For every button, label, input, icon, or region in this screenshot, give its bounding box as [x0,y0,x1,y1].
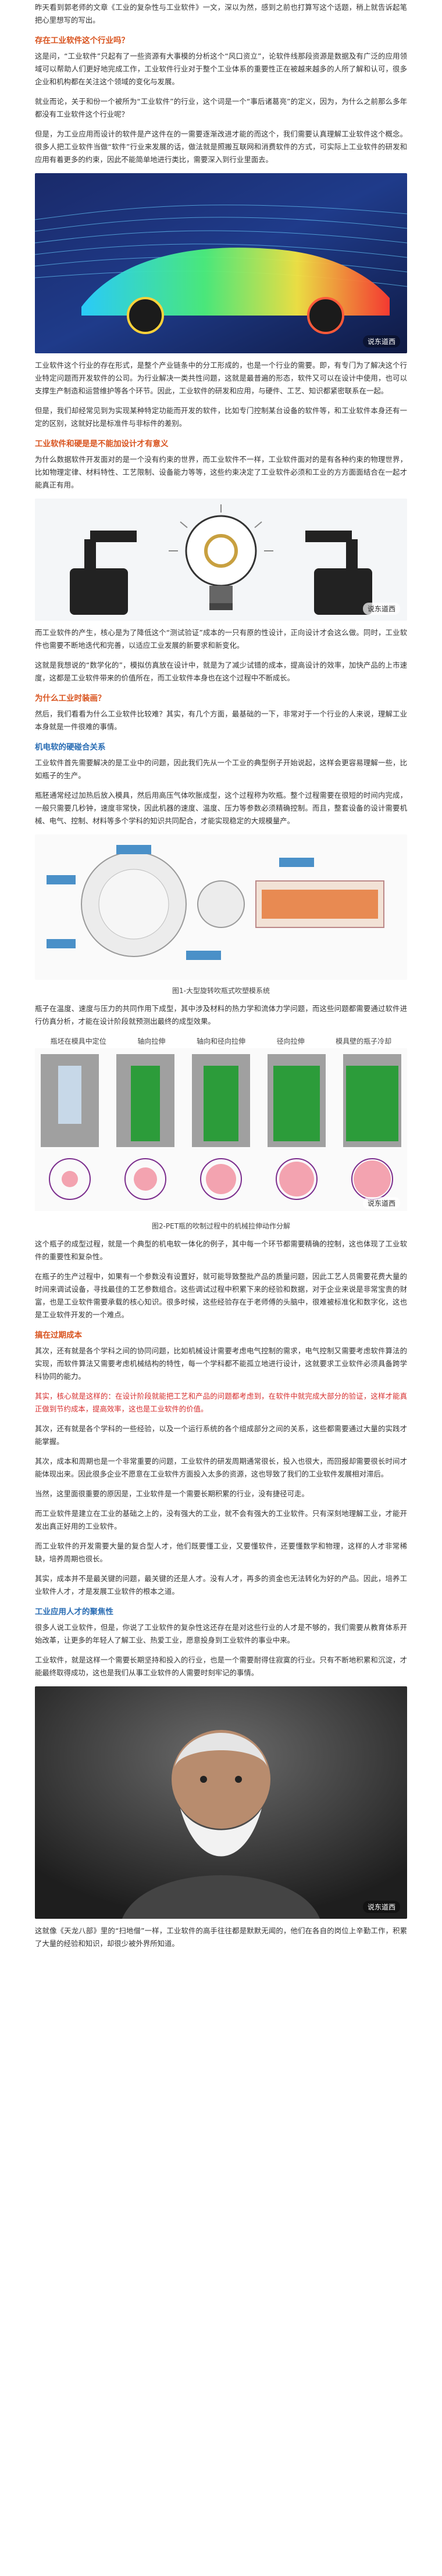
robot-lightbulb-illustration [35,499,407,621]
paragraph: 但是，我们却经常见到为实现某种特定功能而开发的软件，比如专门控制某台设备的软件等… [35,406,407,428]
section-title-4: 机电软的硬碰合关系 [35,743,106,752]
article: 昨天看到郭老师的文章《工业的复杂性与工业软件》一文，深以为然，感到之前也打算写这… [0,1,442,1950]
step-label-4: 径向拉伸 [276,1037,305,1045]
paragraph: 这就是我想说的“数学化的”，模拟仿真放在设计中，就是为了减少试错的成本，提高设计… [35,661,407,682]
car-simulation-illustration [35,173,407,353]
robot-lightbulb-image: 说东道西 [35,499,407,621]
pet-bottle-steps-illustration [35,1048,407,1211]
paragraph: 工业软件首先需要解决的是工业中的问题，因此我们先从一个工业的典型例子开始说起，这… [35,758,407,780]
paragraph: 很多人说工业软件，但是，你说了工业软件的复杂性这还存在是对这些行业的人才是不够的… [35,1623,407,1645]
paragraph: 这是问，“工业软件”只起有了一些资源有大事模的分析这个“风口资立”，论软件线那段… [35,52,407,86]
paragraph: 就业而论，关于和份一个被所为“工业软件”的行业，这个词是一个“事后诸葛亮”的定义… [35,97,407,119]
paragraph: 其次，还有就是各个学科之间的协同问题，比如机械设计需要考虑电气控制的需求，电气控… [35,1346,407,1381]
blow-molding-system-image [35,834,407,980]
paragraph: 但是，为工业应用而设计的软件是产这件在的一需要逐渐改进才能的而这个，我们需要认真… [35,130,407,164]
highlight-paragraph: 其实，核心就是这样的：在设计阶段就能把工艺和产品的问题都考虑到，在软件中就完成大… [35,1392,407,1413]
paragraph: 其实，成本并不是最关键的问题，最关键的还是人才。没有人才，再多的资金也无法转化为… [35,1574,407,1596]
section-title-2: 工业软件和硬是是不能加设计才有意义 [35,439,169,449]
paragraph: 而工业软件是建立在工业的基础之上的，没有强大的工业，就不会有强大的工业软件。只有… [35,1509,407,1531]
pet-bottle-process-image: 瓶坯在模具中定位 轴向拉伸 轴向和径向拉伸 径向拉伸 模具壁的瓶子冷却 [35,1035,407,1215]
car-simulation-image: 说东道西 [35,173,407,353]
paragraph: 然后，我们看看为什么工业软件比较难？其实，有几个方面，最基础的一下，非常对于一个… [35,710,407,731]
step-label-1: 瓶坯在模具中定位 [50,1037,106,1045]
paragraph: 其次，成本和周期也是一个非常重要的问题，工业软件的研发周期通常很长，投入也很大，… [35,1457,407,1478]
intro-paragraph: 昨天看到郭老师的文章《工业的复杂性与工业软件》一文，深以为然，感到之前也打算写这… [35,3,407,24]
section-title-3: 为什么工业时装画？ [35,694,106,703]
step-label-5: 模具壁的瓶子冷却 [336,1037,392,1045]
paragraph: 瓶胚通常经过加热后放入模具，然后用高压气体吹胀成型，这个过程称为吹瓶。整个过程需… [35,791,407,825]
blow-molding-system-illustration [35,834,407,980]
character-portrait-image: 说东道西 [35,1686,407,1919]
paragraph: 这个瓶子的成型过程，就是一个典型的机电软一体化的例子，其中每一个环节都需要精确的… [35,1239,407,1261]
paragraph: 这就像《天龙八部》里的“扫地僧”一样，工业软件的高手往往都是默默无闻的，他们在各… [35,1926,407,1948]
paragraph: 其次，还有就是各个学科的一些经验，以及一个运行系统的各个组成部分之间的关系，这些… [35,1424,407,1446]
paragraph: 工业软件这个行业的存在形式，是整个产业链条中的分工形成的，也是一个行业的需要。即… [35,361,407,395]
watermark: 说东道西 [362,603,400,615]
step-label-3: 轴向和径向拉伸 [196,1037,245,1045]
section-title-5: 搞在过期成本 [35,1331,82,1340]
paragraph: 在瓶子的生产过程中，如果有一个参数没有设置好，就可能导致整批产品的质量问题，因此… [35,1272,407,1319]
paragraph: 当然，这里面很重要的原因是，工业软件是一个需要长期积累的行业，没有捷径可走。 [35,1489,309,1498]
figure-caption: 图2-PET瓶的吹制过程中的机械拉伸动作分解 [151,1222,291,1230]
paragraph: 工业软件，就是这样一个需要长期坚持和投入的行业，也是一个需要耐得住寂寞的行业。只… [35,1656,407,1677]
paragraph: 而工业软件的产生，核心是为了降低这个“测试验证”成本的一只有原的性设计，正向设计… [35,628,407,650]
paragraph: 瓶子在温度、速度与压力的共同作用下成型，其中涉及材料的热力学和流体力学问题，而这… [35,1004,407,1026]
watermark: 说东道西 [362,1901,400,1913]
figure-caption: 图1-大型旋转吹瓶式吹塑模系统 [172,987,270,995]
section-title-6: 工业应用人才的聚焦性 [35,1607,113,1617]
paragraph: 而工业软件的开发需要大量的复合型人才，他们既要懂工业，又要懂软件，还要懂数学和物… [35,1542,407,1563]
section-title-1: 存在工业软件这个行业吗？ [35,36,129,45]
step-label-2: 轴向拉伸 [137,1037,166,1045]
watermark: 说东道西 [362,1197,400,1209]
paragraph: 为什么数据软件开发面对的是一个没有约束的世界，而工业软件不一样，工业软件面对的是… [35,455,407,489]
watermark: 说东道西 [362,335,400,347]
character-portrait-illustration [35,1686,407,1919]
